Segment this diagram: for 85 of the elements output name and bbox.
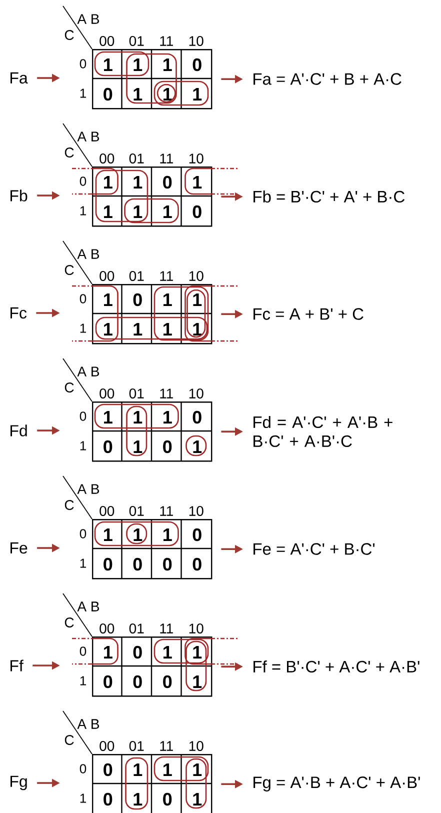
node-label: 1 bbox=[193, 793, 202, 806]
node-label: 0 bbox=[192, 410, 202, 424]
function-label: Ff bbox=[10, 660, 24, 672]
node-label: 00 bbox=[100, 36, 114, 46]
node-label: 0 bbox=[163, 558, 172, 571]
node-label: 10 bbox=[189, 388, 204, 398]
node-label: 0 bbox=[192, 58, 202, 72]
node-label: 1 bbox=[104, 528, 112, 541]
equation: Fe = A'·C' + B·C' bbox=[254, 543, 374, 555]
karnaugh-map: A B C 00 01 11 10 0 1 0 1 1 1 1 1 1 1 bbox=[62, 240, 212, 344]
node-label: C bbox=[64, 382, 74, 392]
node-label: 01 bbox=[129, 388, 144, 398]
node-label: C bbox=[64, 500, 74, 510]
node-label: 1 bbox=[134, 764, 142, 776]
node-label: 1 bbox=[80, 88, 86, 98]
node-label: 1 bbox=[164, 88, 172, 100]
karnaugh-map: A B C 00 01 11 10 0 0 1 1 1 1 0 1 0 1 bbox=[62, 710, 212, 813]
node-label: 0 bbox=[133, 558, 142, 571]
node-label: 11 bbox=[160, 36, 173, 46]
node-label: A B bbox=[77, 719, 100, 729]
node-label: 1 bbox=[134, 58, 142, 71]
function-label: Fb bbox=[10, 190, 28, 202]
equation: Fd = A'·C' + A'·B + B·C' + A·B'·C bbox=[254, 416, 392, 448]
node-label: 0 bbox=[80, 59, 86, 68]
node-label: 0 bbox=[163, 440, 172, 454]
node-label: 11 bbox=[160, 741, 173, 751]
function-label: Fa bbox=[10, 72, 28, 84]
karnaugh-map: A B C 00 01 11 10 0 1 1 1 0 1 0 0 0 0 bbox=[62, 476, 212, 580]
node-label: 00 bbox=[100, 388, 114, 398]
node-label: 1 bbox=[164, 528, 172, 541]
node-label: 1 bbox=[134, 440, 142, 453]
node-label: C bbox=[64, 30, 74, 40]
node-label: 1 bbox=[104, 411, 112, 424]
equation: Ff = B'·C' + A·C' + A·B' bbox=[254, 660, 420, 673]
equation: Fb = B'·C' + A' + B·C bbox=[254, 190, 404, 203]
node-label: 10 bbox=[189, 506, 204, 516]
node-label: 1 bbox=[193, 764, 202, 776]
node-label: 01 bbox=[129, 36, 144, 46]
node-label: 1 bbox=[80, 558, 86, 568]
node-label: 00 bbox=[100, 741, 114, 751]
function-label: Fd bbox=[10, 424, 27, 436]
function-label: Fg bbox=[10, 776, 27, 790]
equation: Fa = A'·C' + B + A·C bbox=[254, 73, 402, 85]
node-label: 1 bbox=[164, 58, 172, 71]
node-label: 1 bbox=[80, 794, 86, 803]
node-label: 10 bbox=[189, 36, 204, 46]
node-label: 1 bbox=[164, 764, 172, 776]
karnaugh-map: A B C 00 01 11 10 0 1 1 1 0 1 0 1 0 1 bbox=[62, 358, 212, 462]
node-label: 0 bbox=[104, 558, 112, 571]
node-label: 11 bbox=[160, 388, 173, 398]
node-label: 1 bbox=[134, 411, 142, 424]
function-label: Fe bbox=[10, 542, 28, 554]
node-label: A B bbox=[77, 14, 100, 24]
node-label: 1 bbox=[164, 411, 172, 424]
node-label: 0 bbox=[80, 412, 86, 421]
node-label: 0 bbox=[104, 763, 112, 776]
node-label: A B bbox=[77, 366, 100, 376]
node-label: 1 bbox=[193, 440, 202, 453]
node-label: 01 bbox=[129, 741, 144, 751]
node-label: 1 bbox=[134, 793, 142, 806]
karnaugh-map: A B C 00 01 11 10 0 1 0 1 1 1 0 0 0 1 bbox=[62, 593, 212, 697]
node-label: 1 bbox=[134, 88, 142, 100]
node-label: 0 bbox=[163, 792, 172, 806]
node-label: 0 bbox=[104, 88, 112, 101]
node-label: 0 bbox=[104, 440, 112, 454]
node-label: 0 bbox=[192, 558, 202, 571]
node-label: C bbox=[64, 735, 74, 745]
equation: Fc = A + B' + C bbox=[254, 308, 364, 320]
node-label: 10 bbox=[189, 741, 204, 751]
node-label: 1 bbox=[80, 441, 86, 450]
karnaugh-map: A B C 00 01 11 10 0 1 1 0 1 1 1 1 1 0 bbox=[62, 123, 212, 227]
node-label: 1 bbox=[134, 528, 142, 541]
node-label: 01 bbox=[129, 506, 144, 516]
equation: Fg = A'·B + A·C' + A·B' bbox=[254, 776, 420, 792]
karnaugh-map: A B C 00 01 11 10 0 1 1 1 0 1 0 1 1 1 bbox=[62, 6, 212, 110]
node-label: 11 bbox=[160, 506, 173, 516]
node-label: A B bbox=[77, 484, 100, 494]
node-label: 1 bbox=[193, 88, 202, 100]
function-label: Fc bbox=[10, 307, 27, 319]
node-label: 0 bbox=[192, 528, 202, 542]
node-label: 0 bbox=[80, 764, 86, 774]
node-label: 00 bbox=[100, 506, 114, 516]
node-label: 1 bbox=[104, 58, 112, 71]
node-label: 0 bbox=[80, 529, 86, 538]
node-label: 0 bbox=[104, 792, 112, 806]
